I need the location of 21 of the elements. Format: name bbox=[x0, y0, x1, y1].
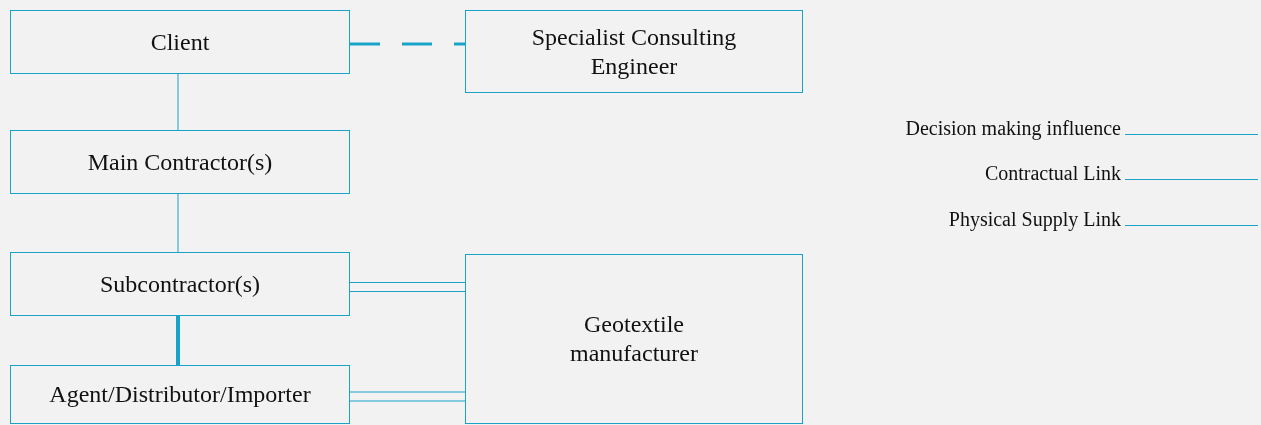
connector-line bbox=[349, 391, 466, 402]
entity-box bbox=[465, 254, 803, 424]
entity-box bbox=[10, 10, 350, 74]
box-label: Client bbox=[150, 27, 210, 57]
connector-line bbox=[350, 42, 465, 46]
connector-line bbox=[176, 316, 180, 365]
legend-label: Contractual Link bbox=[984, 163, 1121, 183]
legend-label: Physical Supply Link bbox=[948, 209, 1121, 229]
entity-box bbox=[10, 130, 350, 194]
box-label: Agent/Distributor/Importer bbox=[49, 380, 311, 409]
connector-line bbox=[177, 73, 179, 131]
box-label: Subcontractor(s) bbox=[100, 269, 260, 299]
box-label: Main Contractor(s) bbox=[87, 147, 273, 177]
entity-box bbox=[10, 252, 350, 316]
box-label: Specialist Consulting Engineer bbox=[530, 22, 738, 81]
box-label: Geotextile manufacturer bbox=[569, 310, 699, 368]
connector-line bbox=[349, 282, 466, 292]
connector-line bbox=[177, 193, 179, 253]
legend-label: Decision making influence bbox=[905, 118, 1121, 138]
entity-box bbox=[465, 10, 803, 93]
entity-box bbox=[10, 365, 350, 424]
